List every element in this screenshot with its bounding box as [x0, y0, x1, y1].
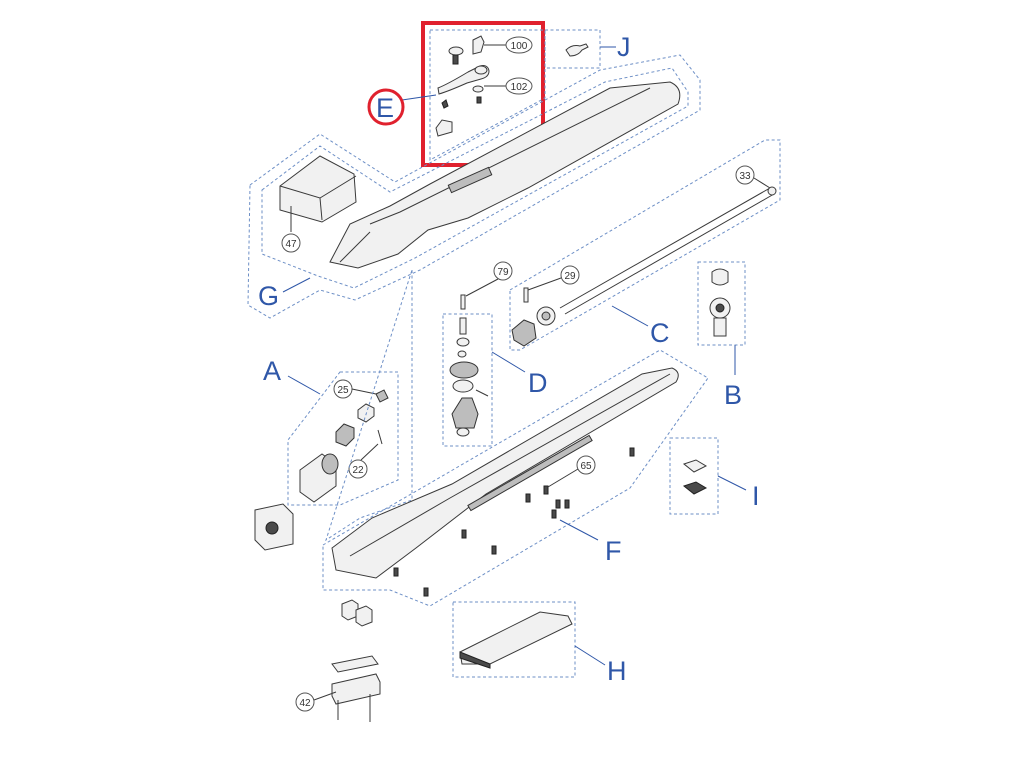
terminal-block-part [331, 673, 381, 705]
callout-102 [505, 77, 533, 95]
callout-47 [281, 233, 301, 253]
callout-22 [348, 459, 368, 479]
pin-key-part [565, 43, 589, 57]
group-a-label: A [263, 356, 281, 386]
group-h: H [452, 601, 627, 686]
svg-text:79: 79 [497, 267, 509, 278]
group-c-label: C [650, 318, 670, 348]
gear-part [511, 319, 537, 347]
group-e-outline [429, 29, 546, 161]
group-h-label: H [607, 656, 627, 686]
callout-100 [505, 36, 533, 54]
group-a-outline [287, 371, 399, 506]
group-h-outline [452, 601, 576, 678]
group-j-label: J [617, 32, 631, 62]
group-d-label: D [528, 368, 548, 398]
latch-part [472, 35, 485, 55]
group-i-outline [669, 437, 719, 515]
svg-text:33: 33 [739, 171, 751, 182]
svg-text:42: 42 [299, 698, 311, 709]
key-cap-part [711, 268, 729, 286]
group-c-outline [509, 139, 781, 351]
svg-text:100: 100 [511, 41, 528, 52]
group-j: J [544, 29, 631, 69]
mounting-plate-part [459, 611, 573, 665]
screw-part [452, 54, 459, 65]
group-i: I [669, 437, 760, 515]
motor-cover-part [329, 81, 681, 269]
svg-text:47: 47 [285, 239, 297, 250]
group-a: A 25 22 [263, 356, 399, 506]
group-i-label: I [752, 481, 760, 511]
highlight-circle [367, 88, 405, 126]
svg-text:22: 22 [352, 465, 364, 476]
svg-text:25: 25 [337, 385, 349, 396]
group-g-label: G [258, 281, 279, 311]
pinion-part [451, 397, 479, 429]
terminal-parts: 42 [295, 599, 381, 722]
group-b: B [697, 261, 746, 410]
nice-housing-part [279, 155, 357, 223]
base-housing-part [331, 367, 679, 579]
callout-42 [295, 692, 315, 712]
pad-part [682, 459, 708, 473]
bracket-part [435, 119, 453, 137]
group-b-label: B [724, 380, 742, 410]
callout-79 [493, 261, 513, 281]
callout-33 [735, 165, 755, 185]
group-d: D 79 [442, 261, 548, 447]
group-c: C 33 29 [509, 139, 781, 351]
svg-text:102: 102 [511, 82, 528, 93]
svg-text:29: 29 [564, 271, 576, 282]
group-f-label: F [605, 536, 622, 566]
group-f-outline [322, 349, 709, 607]
group-f: F 65 [322, 269, 709, 607]
group-e-label: E [376, 93, 394, 123]
callout-29 [560, 265, 580, 285]
svg-text:65: 65 [580, 461, 592, 472]
cap-part [448, 46, 464, 56]
callout-65 [576, 455, 596, 475]
group-g: G 47 [247, 54, 701, 319]
group-b-outline [697, 261, 746, 346]
group-g-outline [247, 54, 701, 319]
